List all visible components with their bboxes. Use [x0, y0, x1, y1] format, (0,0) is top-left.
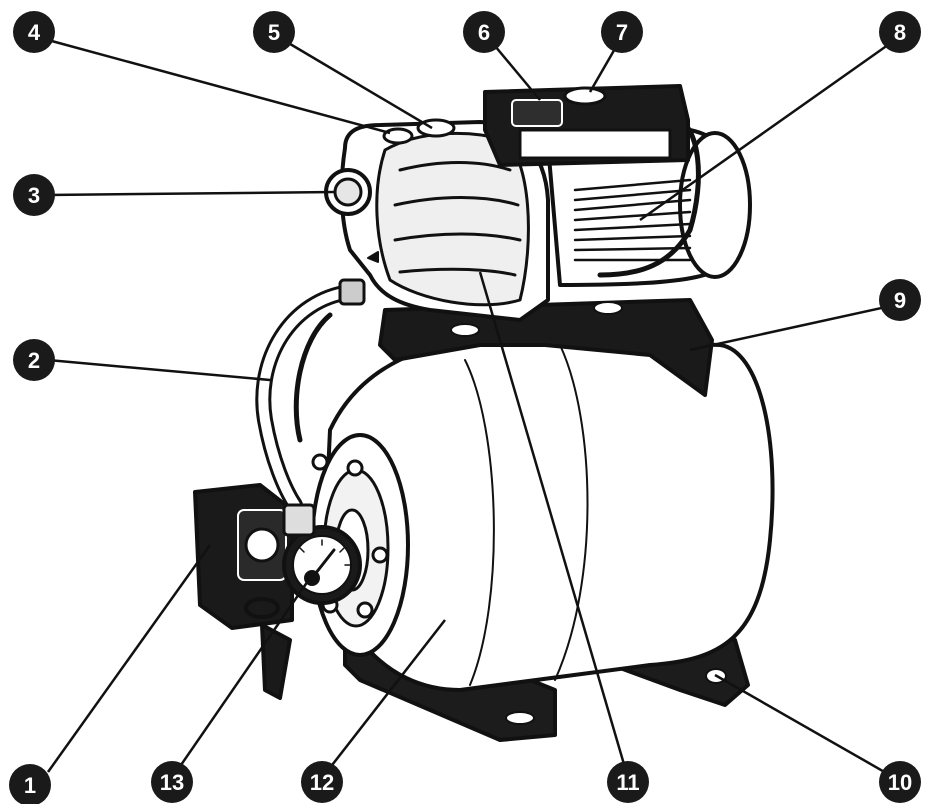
terminal-box [483, 84, 690, 167]
callout-6: 6 [463, 11, 505, 53]
callout-12-label: 12 [310, 770, 334, 795]
callout-3-label: 3 [28, 183, 40, 208]
callout-12: 12 [301, 761, 343, 803]
callout-8-label: 8 [894, 20, 906, 45]
callout-4: 4 [13, 11, 55, 53]
callout-7: 7 [601, 11, 643, 53]
callout-3: 3 [13, 174, 55, 216]
callout-9-label: 9 [894, 288, 906, 313]
callout-1: 1 [9, 764, 51, 804]
callout-7-label: 7 [616, 20, 628, 45]
callout-5-label: 5 [268, 20, 280, 45]
callout-5: 5 [253, 11, 295, 53]
callout-6-label: 6 [478, 20, 490, 45]
callout-2: 2 [13, 339, 55, 381]
callout-13-label: 13 [160, 770, 184, 795]
pressure-switch [193, 483, 294, 700]
callout-2-label: 2 [28, 348, 40, 373]
callout-11: 11 [607, 761, 649, 803]
pump-housing [324, 118, 550, 322]
callout-13: 13 [151, 761, 193, 803]
mounting-bracket [378, 298, 714, 397]
callout-4-label: 4 [28, 20, 41, 45]
leader-lines [46, 36, 896, 780]
callout-10: 10 [879, 761, 921, 803]
callout-9: 9 [879, 279, 921, 321]
callout-8: 8 [879, 11, 921, 53]
motor [546, 115, 752, 287]
callout-1-label: 1 [24, 773, 36, 798]
callout-11-label: 11 [616, 770, 639, 795]
callout-10-label: 10 [888, 770, 912, 795]
hose [255, 278, 366, 513]
pump-illustration [193, 84, 775, 742]
